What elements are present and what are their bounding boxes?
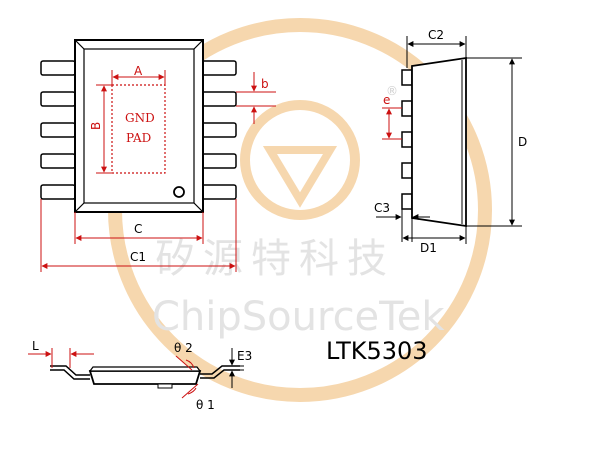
profile-body [88, 370, 202, 385]
dim-c-label: C [134, 222, 142, 236]
watermark-registered-mark: ® [386, 84, 398, 98]
lead [401, 131, 413, 148]
profile-body-top [88, 366, 202, 372]
left-leads [40, 60, 76, 200]
theta2-line [175, 355, 193, 371]
theta1-line [181, 383, 199, 399]
bevel-line [74, 202, 85, 213]
package-body [74, 39, 204, 213]
lead [40, 91, 76, 107]
lead [40, 60, 76, 76]
dim-a-label: A [134, 64, 143, 78]
gnd-pad-label-line1: GND [125, 111, 155, 125]
lead [201, 91, 237, 107]
lead [401, 193, 413, 210]
dim-pin-b-label: b [261, 77, 269, 91]
dim-e-label: e [383, 93, 390, 107]
theta2-label: θ 2 [174, 341, 193, 355]
dim-d1-label: D1 [420, 241, 437, 255]
theta1-label: θ 1 [196, 398, 215, 412]
dim-c2-label: C2 [428, 28, 444, 42]
profile-view: L θ 2 θ 1 E3 [28, 339, 252, 412]
lead [201, 60, 237, 76]
package-body-inner [83, 48, 195, 204]
watermark-ring-inner [240, 100, 360, 220]
lead [40, 122, 76, 138]
lead [401, 162, 413, 179]
lead [401, 100, 413, 117]
lead [201, 184, 237, 200]
dim-l-label: L [32, 339, 39, 353]
dim-d-label: D [518, 135, 527, 149]
right-leads [201, 60, 237, 200]
dim-e3-label: E3 [237, 349, 252, 363]
lead [40, 184, 76, 200]
gnd-pad-label-line2: PAD [126, 131, 151, 145]
lead [201, 122, 237, 138]
profile-lead-left-inner [50, 369, 90, 380]
side-leads [401, 69, 413, 210]
lead [40, 153, 76, 169]
profile-pad [157, 383, 173, 389]
theta2-arc [185, 359, 195, 369]
bevel-line [193, 202, 204, 213]
dim-c1-label: C1 [130, 250, 146, 264]
lead [401, 69, 413, 86]
side-view: C2 e D C3 D1 [374, 28, 527, 255]
watermark-english-text: ChipSourceTek [152, 294, 445, 340]
side-body [411, 56, 467, 228]
dim-c3-label: C3 [374, 201, 390, 215]
pin1-marker [173, 186, 185, 198]
top-view: GND PAD A B b C C1 [40, 39, 276, 272]
theta1-arc [187, 387, 197, 395]
watermark: ® 矽源特科技 ChipSourceTek [108, 18, 492, 402]
watermark-chinese-text: 矽源特科技 [155, 236, 395, 282]
dim-b-label: B [89, 122, 103, 130]
part-number: LTK5303 [326, 337, 428, 365]
bevel-line [193, 39, 204, 50]
bevel-line [74, 39, 85, 50]
profile-lead-left [50, 365, 90, 376]
gnd-pad [111, 84, 166, 174]
lead [201, 153, 237, 169]
watermark-logo-mark [262, 146, 338, 208]
